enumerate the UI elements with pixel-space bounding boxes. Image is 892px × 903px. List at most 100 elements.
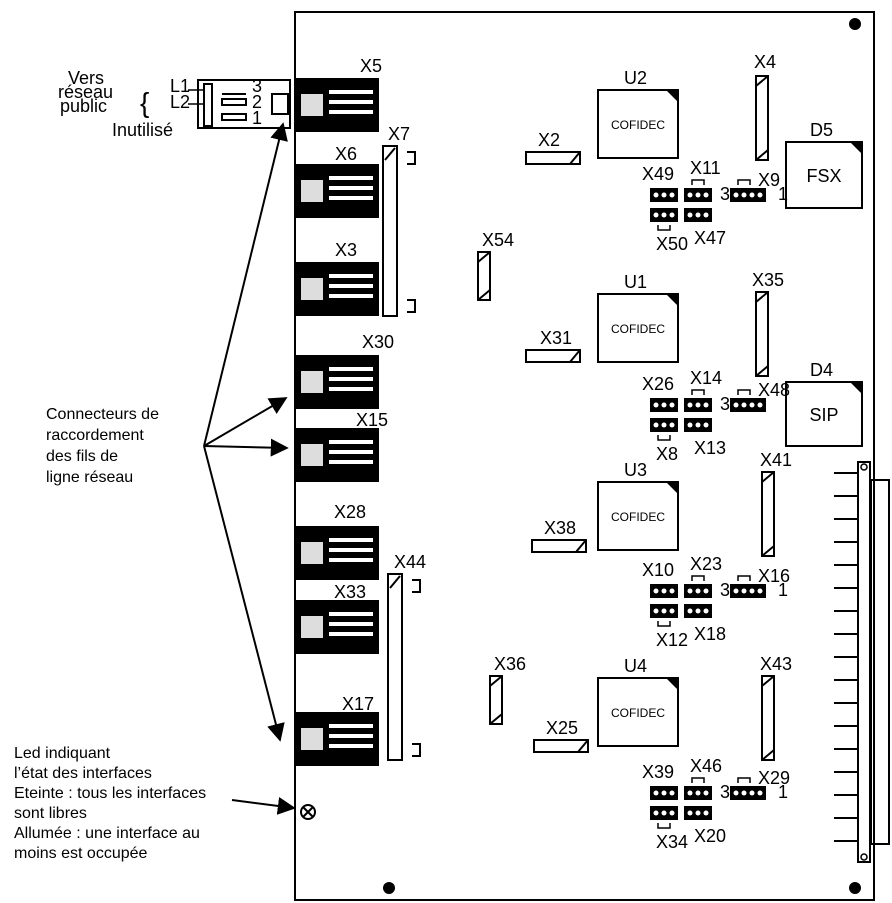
plug-label-unused: Inutilisé [112,120,173,140]
jumper-label-x26: X26 [642,374,674,394]
mounting-hole-icon [383,882,395,894]
chip-d4 [785,381,863,447]
jumper-pin3-label: 3 [720,184,730,204]
plug-label-l2: L2 [170,92,190,112]
mounting-hole-icon [849,882,861,894]
chip-ref-d5: D5 [810,120,833,140]
jumper-label-x34: X34 [656,832,688,852]
line-plug [188,79,291,129]
chip-d5 [785,141,863,209]
jumper-label-x46: X46 [690,756,722,776]
header-x36 [489,675,503,725]
rj-connector-x17 [295,712,379,766]
jumper-cluster-4 [650,777,766,829]
rj-connector-x15 [295,428,379,482]
long-connector-x7 [382,145,416,317]
chip-ref-d4: D4 [810,360,833,380]
rj-label-x30: X30 [362,332,394,352]
chip-text-u1: COFIDEC [611,322,665,336]
header-x2 [525,151,581,165]
header-label-x36: X36 [494,654,526,674]
header-x25 [533,739,589,753]
svg-text:l’état des interfaces: l’état des interfaces [14,765,152,782]
chip-ref-u4: U4 [624,656,647,676]
rj-connector-x33 [295,600,379,654]
long-connector-x44 [387,573,421,761]
rj-connector-x6 [295,164,379,218]
jumper-label-x8: X8 [656,444,678,464]
plug-pin-3: 3 [252,76,262,96]
jumper-label-x10: X10 [642,560,674,580]
led-icon [300,804,316,820]
jumper-label-x12: X12 [656,630,688,650]
rj-label-x5: X5 [360,56,382,76]
chip-u3 [597,481,679,551]
jumper-pin1-label: 1 [778,184,788,204]
plug-brace: { [140,87,149,118]
header-x43 [761,675,775,761]
jumper-label-x9: X9 [758,170,780,190]
chip-u1 [597,293,679,363]
annotation-arrows [203,122,296,815]
rj-label-x3: X3 [335,240,357,260]
rj-label-x28: X28 [334,502,366,522]
jumper-label-x50: X50 [656,234,688,254]
jumper-cluster-3 [650,575,766,627]
chip-ref-u2: U2 [624,68,647,88]
jumper-label-x14: X14 [690,368,722,388]
svg-text:sont libres: sont libres [14,805,87,822]
jumper-label-x16: X16 [758,566,790,586]
plug-label-vers: Vers [68,68,104,88]
header-x31 [525,349,581,363]
long-connector-label-x44: X44 [394,552,426,572]
plug-pin-2: 2 [252,92,262,112]
chip-text-u2: COFIDEC [611,118,665,132]
long-connector-label-x7: X7 [388,124,410,144]
plug-label-l1: L1 [170,76,190,96]
chip-u2 [597,89,679,159]
jumper-label-x29: X29 [758,768,790,788]
svg-text:Led indiquant: Led indiquant [14,745,111,762]
jumper-cluster-1 [650,179,766,231]
rj-label-x33: X33 [334,582,366,602]
chip-ref-u3: U3 [624,460,647,480]
svg-text:raccordement: raccordement [46,427,144,444]
header-label-x41: X41 [760,450,792,470]
header-label-x25: X25 [546,718,578,738]
mounting-hole-icon [849,18,861,30]
jumper-label-x49: X49 [642,164,674,184]
jumper-pin3-label: 3 [720,782,730,802]
svg-text:ligne réseau: ligne réseau [46,469,133,486]
header-label-x2: X2 [538,130,560,150]
led-annotation: Led indiquant l’état des interfaces Etei… [14,745,206,862]
edge-connector [834,461,890,863]
jumper-label-x48: X48 [758,380,790,400]
rj-connector-x3 [295,262,379,316]
chip-text-u3: COFIDEC [611,510,665,524]
header-label-x31: X31 [540,328,572,348]
header-x54 [477,251,491,301]
jumper-label-x47: X47 [694,228,726,248]
header-x41 [761,471,775,557]
header-label-x54: X54 [482,230,514,250]
jumper-label-x13: X13 [694,438,726,458]
jumper-pin1-label: 1 [778,782,788,802]
chip-u4 [597,677,679,747]
header-label-x43: X43 [760,654,792,674]
svg-text:Eteinte : tous les interfaces: Eteinte : tous les interfaces [14,785,206,802]
connectors-annotation: Connecteurs de raccordement des fils de … [46,406,159,486]
chip-group: U2COFIDECU1COFIDECU3COFIDECU4COFIDECD5FS… [597,68,863,747]
rj-connector-x5 [295,78,379,132]
plug-label-public: public [60,96,107,116]
rj-label-x17: X17 [342,694,374,714]
jumper-label-x18: X18 [694,624,726,644]
svg-text:moins est occupée: moins est occupée [14,845,148,862]
jumper-pin3-label: 3 [720,580,730,600]
chip-text-u4: COFIDEC [611,706,665,720]
rj-connector-x30 [295,355,379,409]
chip-ref-u1: U1 [624,272,647,292]
